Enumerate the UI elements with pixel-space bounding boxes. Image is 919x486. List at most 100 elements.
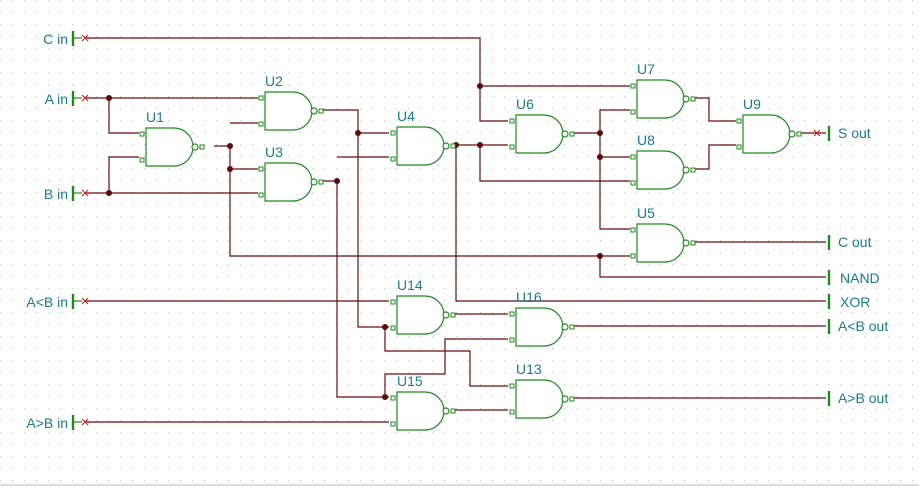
inversion-bubble-icon — [191, 143, 199, 151]
gate-output-pin — [569, 131, 575, 137]
output-label: NAND — [840, 270, 880, 286]
gate-input-pin — [390, 421, 396, 427]
output-xor[interactable]: XOR — [827, 294, 870, 310]
nand-gate-u15[interactable]: U15 — [390, 373, 456, 431]
gate-input-pin — [509, 144, 515, 150]
output-label: XOR — [840, 294, 870, 310]
junction-dot — [106, 95, 112, 101]
wire-u14-to-u13 — [384, 327, 508, 387]
gate-label: U1 — [146, 109, 164, 125]
junction-dot — [355, 130, 361, 136]
output-label: A>B out — [838, 390, 888, 406]
gate-output-pin — [199, 144, 205, 150]
nand-gate-u14[interactable]: U14 — [390, 277, 456, 335]
input-label: A in — [45, 91, 68, 107]
gate-input-pin — [509, 383, 515, 389]
gate-output-pin — [569, 396, 575, 402]
junction-dot — [227, 143, 233, 149]
nand-gate-body-icon — [636, 79, 685, 119]
gate-output-pin — [569, 324, 575, 330]
inversion-bubble-icon — [788, 130, 796, 138]
inversion-bubble-icon — [561, 323, 569, 331]
input-label: C in — [43, 31, 68, 47]
nand-gate-body-icon — [396, 126, 445, 166]
nand-gate-u3[interactable]: U3 — [258, 144, 324, 202]
output-agtb-out[interactable]: A>B out — [827, 390, 888, 406]
input-c-in[interactable]: C in — [43, 31, 89, 47]
gate-output-pin — [690, 240, 696, 246]
gate-input-pin — [390, 130, 396, 136]
nand-gate-body-icon — [515, 114, 564, 154]
port-marker-icon — [813, 129, 821, 137]
nand-gate-u7[interactable]: U7 — [630, 61, 696, 119]
gate-output-pin — [690, 167, 696, 173]
inversion-bubble-icon — [442, 311, 450, 319]
junction-dot — [227, 166, 233, 172]
gate-output-pin — [690, 96, 696, 102]
wire-u2-out — [322, 109, 389, 134]
gate-input-pin — [509, 337, 515, 343]
output-altb-out[interactable]: A<B out — [827, 318, 888, 334]
gate-input-pin — [390, 395, 396, 401]
gate-label: U9 — [743, 96, 761, 112]
output-c-out[interactable]: C out — [827, 234, 872, 250]
gate-output-pin — [450, 408, 456, 414]
gate-input-pin — [509, 409, 515, 415]
gate-input-pin — [630, 109, 636, 115]
wire-u6-out — [573, 109, 630, 134]
nand-gate-u13[interactable]: U13 — [509, 361, 575, 419]
inversion-bubble-icon — [310, 178, 318, 186]
wire-xor-out — [455, 145, 826, 302]
nand-gate-u4[interactable]: U4 — [390, 108, 456, 166]
port-marker-icon — [81, 297, 89, 305]
nand-gate-body-icon — [515, 307, 564, 347]
gate-label: U5 — [637, 205, 655, 221]
wire-u6-to-u5 — [599, 133, 630, 230]
gate-label: U15 — [397, 373, 423, 389]
nand-gate-body-icon — [396, 391, 445, 431]
gate-input-pin — [630, 253, 636, 259]
inversion-bubble-icon — [561, 395, 569, 403]
gate-input-pin — [736, 118, 742, 124]
input-label: A>B in — [26, 415, 68, 431]
nand-gate-u8[interactable]: U8 — [630, 132, 696, 190]
port-marker-icon — [81, 34, 89, 42]
output-label: S out — [838, 125, 871, 141]
wire-nand-out — [599, 256, 826, 278]
junctions — [106, 83, 603, 400]
input-b-in[interactable]: B in — [44, 186, 89, 202]
gate-label: U8 — [637, 132, 655, 148]
nand-gate-u1[interactable]: U1 — [139, 109, 205, 167]
wire-u15-to-u16 — [384, 338, 508, 397]
gate-input-pin — [630, 154, 636, 160]
wire-u2-to-u14 — [357, 133, 389, 328]
nand-gate-body-icon — [636, 150, 685, 190]
input-label: B in — [44, 186, 68, 202]
input-a-in[interactable]: A in — [45, 91, 89, 107]
gate-label: U16 — [516, 289, 542, 305]
input-altb-in[interactable]: A<B in — [26, 294, 89, 310]
nand-gate-body-icon — [636, 223, 685, 263]
nand-gate-u9[interactable]: U9 — [736, 96, 802, 154]
input-agtb-in[interactable]: A>B in — [26, 415, 89, 431]
gate-input-pin — [630, 227, 636, 233]
port-marker-icon — [81, 94, 89, 102]
nand-gate-u5[interactable]: U5 — [630, 205, 696, 263]
nand-gate-u2[interactable]: U2 — [258, 73, 324, 131]
nand-gate-body-icon — [145, 127, 194, 167]
junction-dot — [477, 142, 483, 148]
inversion-bubble-icon — [442, 407, 450, 415]
nand-gate-u6[interactable]: U6 — [509, 96, 575, 154]
input-label: A<B in — [26, 294, 68, 310]
output-nand[interactable]: NAND — [827, 270, 880, 286]
output-s-out[interactable]: S out — [813, 125, 871, 141]
gate-input-pin — [736, 144, 742, 150]
junction-dot — [597, 154, 603, 160]
gate-label: U3 — [265, 144, 283, 160]
gate-output-pin — [450, 143, 456, 149]
output-label: A<B out — [838, 318, 888, 334]
nand-gate-u16[interactable]: U16 — [509, 289, 575, 347]
